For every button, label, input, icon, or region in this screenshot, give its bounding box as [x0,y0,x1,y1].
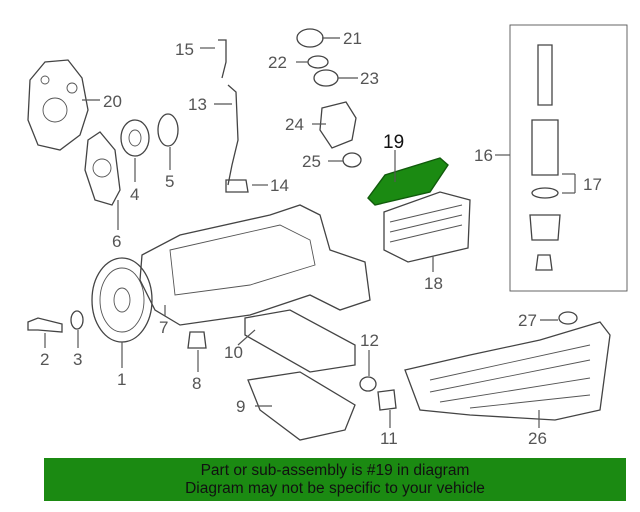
callout-13: 13 [188,95,207,114]
filler-cap-part [296,28,324,48]
dipstick-part [218,39,239,186]
callout-7: 7 [159,318,168,337]
dipstick-seal-part [225,179,249,193]
callout-27: 27 [518,311,537,330]
cap-seal-part [307,55,329,69]
callout-26: 26 [528,429,547,448]
callout-23: 23 [360,69,379,88]
oil-cooler-part [383,191,471,263]
filter-assembly-box [509,24,628,292]
callout-11: 11 [380,429,398,448]
callout-5: 5 [165,172,174,191]
oil-filter-parts [529,44,561,271]
banner-line-2: Diagram may not be specific to your vehi… [185,480,485,497]
filler-tube-part [319,101,357,149]
banner-line-1: Part or sub-assembly is #19 in diagram [200,462,470,479]
callout-9: 9 [236,397,245,416]
leader-lines [44,37,576,428]
timing-cover-part [27,59,89,151]
callout-16: 16 [474,146,493,165]
drain-plug-part [187,331,207,349]
filler-neck-part [313,69,339,87]
callout-14: 14 [270,176,289,195]
callout-21: 21 [343,29,362,48]
flywheel-part [91,257,153,343]
callout-2: 2 [40,350,49,369]
callout-19: 19 [383,132,404,153]
intake-manifold-part [404,321,611,421]
callout-24: 24 [285,115,304,134]
crank-seal-housing-part [84,131,121,206]
info-banner: Part or sub-assembly is #19 in diagram D… [44,458,626,501]
washer-part [359,376,377,392]
callout-20: 20 [103,92,122,111]
oil-cooler-gasket-part [367,157,449,206]
callout-10: 10 [224,343,243,362]
oil-pan-upper-part [139,204,371,326]
callout-6: 6 [112,232,121,251]
plug-part [377,389,397,411]
callout-8: 8 [192,374,201,393]
callout-17: 17 [583,175,602,194]
oil-pan-lower-part [247,371,356,441]
callout-1: 1 [117,370,126,389]
tube-seal-part [342,152,362,168]
oil-pan-gasket-part [244,309,356,373]
callout-15: 15 [175,40,194,59]
callout-12: 12 [360,331,379,350]
callout-25: 25 [302,152,321,171]
seal-ring-part [120,113,179,157]
bolt-part [27,310,84,333]
callout-3: 3 [73,350,82,369]
seal-27-part [558,311,578,325]
callout-22: 22 [268,53,287,72]
callout-18: 18 [424,274,443,293]
parts-diagram: 20 15 13 14 21 22 23 24 25 19 16 17 18 2… [27,24,628,448]
callout-4: 4 [130,185,139,204]
